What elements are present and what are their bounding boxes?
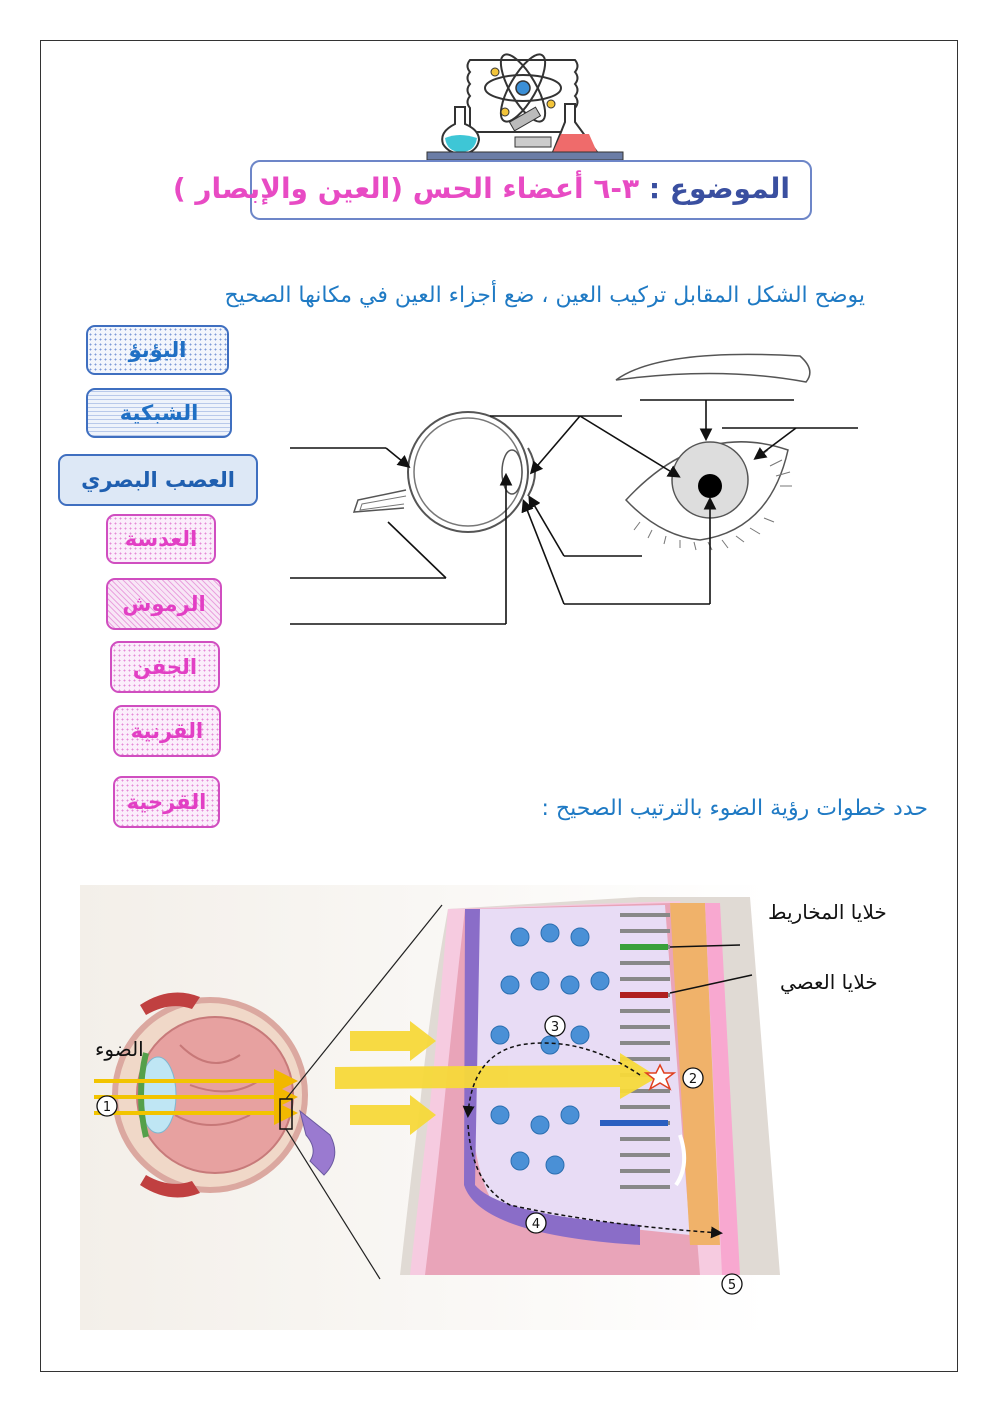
word-eyelashes[interactable]: الرموش xyxy=(106,578,222,630)
step-5-label: 5 xyxy=(728,1278,736,1293)
topic-label: الموضوع : xyxy=(648,172,790,205)
word-lens[interactable]: العدسة xyxy=(106,514,216,564)
science-logo xyxy=(426,53,624,160)
eye-structure-diagram xyxy=(290,353,858,625)
word-retina[interactable]: الشبكية xyxy=(86,388,232,438)
step-1-label: 1 xyxy=(103,1100,111,1115)
step-2-label: 2 xyxy=(689,1072,697,1087)
word-iris[interactable]: القزحية xyxy=(113,776,220,828)
topic-name: ٣-٦ أعضاء الحس (العين والإبصار ) xyxy=(172,172,640,205)
step-4-label: 4 xyxy=(532,1217,540,1232)
label-light: الضوء xyxy=(95,1037,144,1061)
step-3-label: 3 xyxy=(551,1020,559,1035)
label-cones: خلايا المخاريط xyxy=(768,900,887,924)
topic-title-box: الموضوع : ٣-٦ أعضاء الحس (العين والإبصار… xyxy=(173,160,812,220)
instruction-light-steps: حدد خطوات رؤية الضوء بالترتيب الصحيح : xyxy=(541,796,928,821)
topic-title: الموضوع : ٣-٦ أعضاء الحس (العين والإبصار… xyxy=(173,172,790,205)
word-cornea[interactable]: القرنية xyxy=(113,705,221,757)
word-eyelid[interactable]: الجفن xyxy=(110,641,220,693)
retina-light-path-diagram: 1 2 3 4 5 xyxy=(80,885,780,1330)
instruction-eye-parts: يوضح الشكل المقابل تركيب العين ، ضع أجزا… xyxy=(224,283,866,308)
page-border xyxy=(40,40,958,1372)
word-optic-nerve[interactable]: العصب البصري xyxy=(58,454,258,506)
word-pupil[interactable]: البؤبؤ xyxy=(86,325,229,375)
label-rods: خلايا العصي xyxy=(780,970,878,994)
